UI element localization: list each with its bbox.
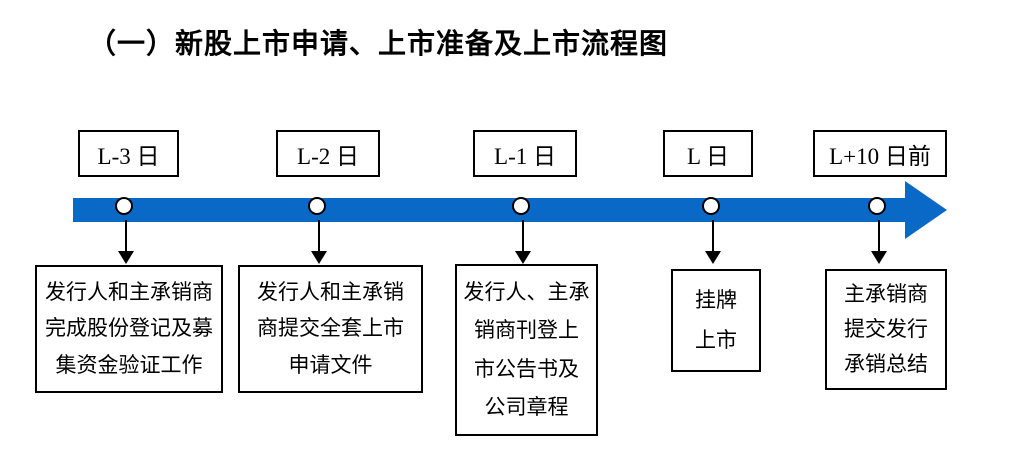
page-title: （一）新股上市申请、上市准备及上市流程图 xyxy=(88,28,669,59)
stage-text-line: 提交发行 xyxy=(844,316,928,341)
down-arrowhead-icon xyxy=(515,251,531,264)
stage-box-publish-announcement: 发行人、主承 销商刊登上 市公告书及 公司章程 xyxy=(455,264,598,436)
timeline-node-circle xyxy=(702,197,720,215)
stage-text-line: 集资金验证工作 xyxy=(55,353,203,378)
stage-text-line: 挂牌 xyxy=(695,287,737,312)
milestone-label-box-l-1: L-1 日 xyxy=(473,130,577,177)
down-arrowhead-icon xyxy=(311,251,327,264)
milestone-label-text: L+10 日前 xyxy=(829,143,931,169)
stage-box-listing: 挂牌 上市 xyxy=(671,269,761,372)
stage-text-line: 上市 xyxy=(695,328,737,353)
milestone-label-text: L-3 日 xyxy=(97,143,160,169)
timeline-node-circle xyxy=(512,197,530,215)
stage-box-underwriting-summary: 主承销商 提交发行 承销总结 xyxy=(825,269,947,390)
milestone-label-box-l-3: L-3 日 xyxy=(78,130,179,177)
milestone-label-box-l-plus-10: L+10 日前 xyxy=(813,130,947,177)
milestone-label-text: L-2 日 xyxy=(297,143,359,169)
connector-arrow-line xyxy=(318,220,320,252)
connector-arrow-line xyxy=(125,220,127,252)
connector-arrow-line xyxy=(712,220,714,252)
down-arrowhead-icon xyxy=(705,251,721,264)
down-arrowhead-icon xyxy=(118,251,134,264)
timeline-node-circle xyxy=(868,197,886,215)
stage-text-line: 主承销商 xyxy=(844,281,928,306)
connector-arrow-line xyxy=(878,220,880,252)
milestone-label-text: L 日 xyxy=(687,143,729,169)
stage-box-submit-listing-documents: 发行人和主承销 商提交全套上市 申请文件 xyxy=(238,265,423,393)
down-arrowhead-icon xyxy=(871,251,887,264)
stage-text-line: 承销总结 xyxy=(844,351,928,376)
stage-text-line: 销商刊登上 xyxy=(474,318,579,343)
milestone-label-box-l-2: L-2 日 xyxy=(276,130,380,177)
milestone-label-box-l: L 日 xyxy=(663,130,753,177)
stage-text-line: 商提交全套上市 xyxy=(257,316,404,341)
timeline-bar xyxy=(73,198,907,222)
timeline-node-circle xyxy=(115,197,133,215)
stage-text-line: 发行人、主承 xyxy=(463,280,590,305)
stage-text-line: 发行人和主承销 xyxy=(257,279,404,304)
timeline-arrowhead-icon xyxy=(905,181,947,239)
stage-text-line: 发行人和主承销商 xyxy=(45,279,213,304)
connector-arrow-line xyxy=(522,220,524,252)
timeline-node-circle xyxy=(308,197,326,215)
stage-text-line: 申请文件 xyxy=(288,353,373,378)
stage-text-line: 公司章程 xyxy=(484,394,569,419)
stage-text-line: 市公告书及 xyxy=(474,356,579,381)
stage-box-registration-verification: 发行人和主承销商 完成股份登记及募 集资金验证工作 xyxy=(35,265,223,393)
stage-text-line: 完成股份登记及募 xyxy=(45,316,213,341)
milestone-label-text: L-1 日 xyxy=(494,143,556,169)
